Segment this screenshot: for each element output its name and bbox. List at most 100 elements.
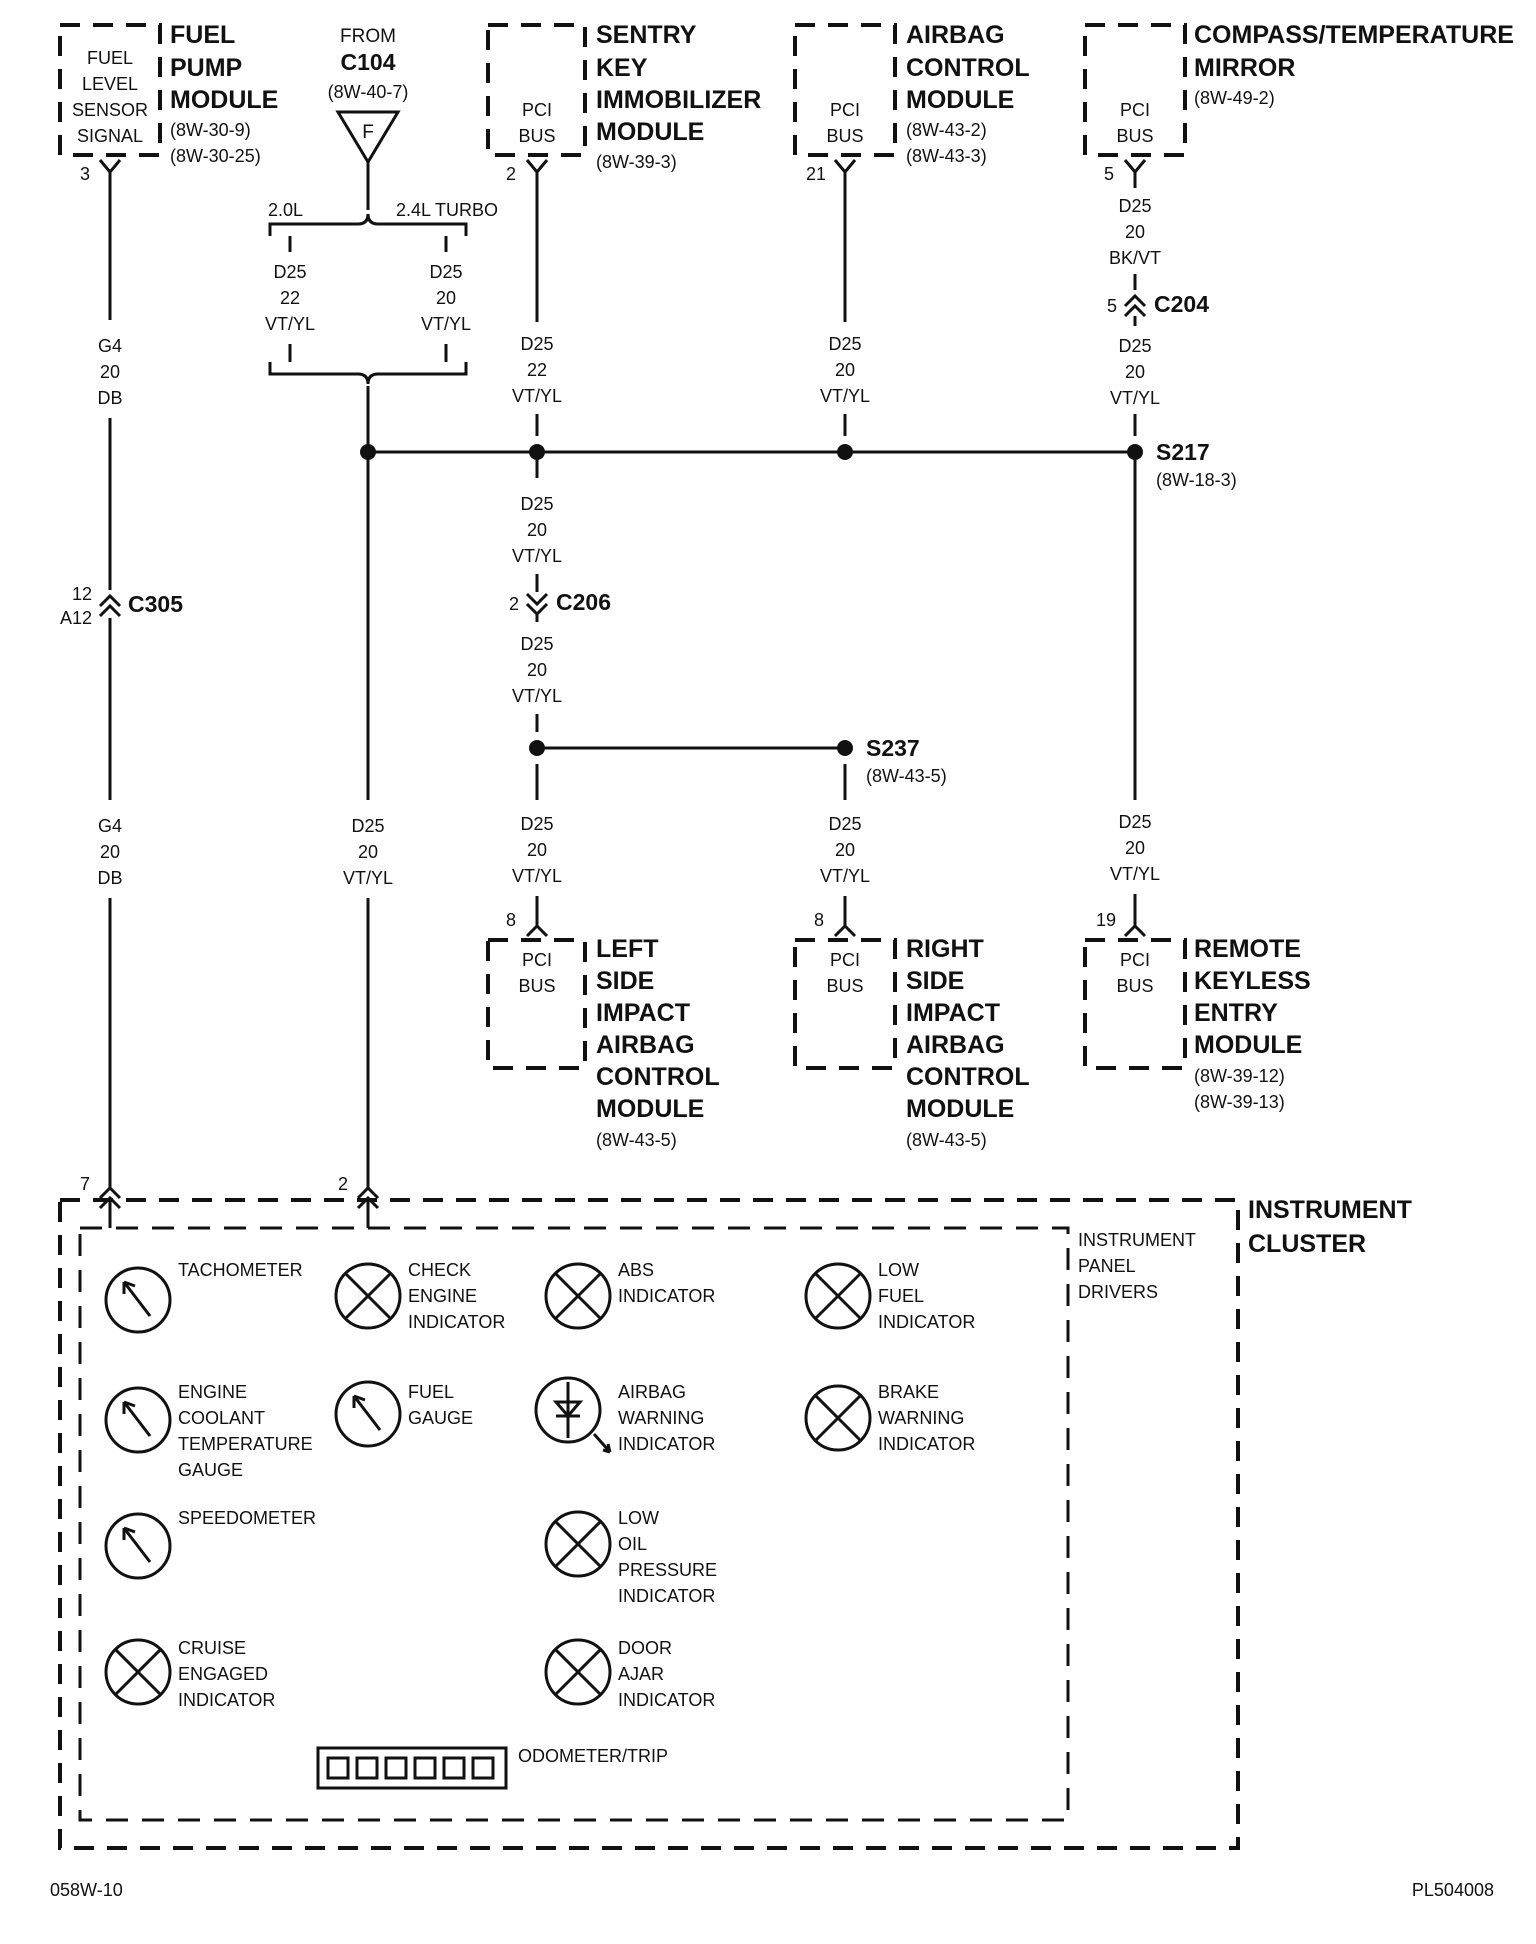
airbag-name-2: CONTROL (906, 54, 1030, 82)
low-oil-label-4: INDICATOR (618, 1586, 715, 1606)
fuel-pump-module-box (58, 23, 162, 157)
compass-wire: D25 20 BK/VT 5 C204 D25 20 VT/YL (1107, 178, 1209, 436)
brake-warning-label-1: BRAKE (878, 1382, 939, 1402)
option-2-0l: 2.0L (268, 200, 303, 220)
low-oil-label-2: OIL (618, 1534, 647, 1554)
g4-bottom-line-2: 20 (100, 842, 120, 862)
left-side-terminal (525, 918, 549, 938)
right-side-name-5: CONTROL (906, 1063, 1030, 1091)
abs-label-2: INDICATOR (618, 1286, 715, 1306)
drivers-line-3: DRIVERS (1078, 1282, 1158, 1302)
low-oil-label-3: PRESSURE (618, 1560, 717, 1580)
rke-name-4: MODULE (1194, 1031, 1302, 1059)
tachometer-gauge: TACHOMETER (104, 1260, 303, 1334)
odometer-label: ODOMETER/TRIP (518, 1746, 668, 1766)
cruise-label-2: ENGAGED (178, 1664, 268, 1684)
d25-mid-upper-line-2: 20 (527, 520, 547, 540)
rke-pin: 19 (1096, 910, 1116, 930)
d25-compass-top-line-2: 20 (1125, 222, 1145, 242)
g4-top-line-3: DB (97, 388, 122, 408)
rke-ref-2: (8W-39-13) (1194, 1092, 1285, 1112)
drivers-line-1: INSTRUMENT (1078, 1230, 1196, 1250)
c206-pin: 2 (509, 594, 519, 614)
cruise-lamp-icon (104, 1638, 172, 1706)
door-ajar-label-2: AJAR (618, 1664, 664, 1684)
brake-warning-label-3: INDICATOR (878, 1434, 975, 1454)
airbag-warning-indicator: AIRBAG WARNING INDICATOR (534, 1376, 715, 1454)
d25-cluster-line-2: 20 (358, 842, 378, 862)
splice-dot (529, 740, 545, 756)
compass-mirror-box (1083, 23, 1187, 157)
instrument-cluster: 7 2 INSTRUMENT CLUSTER INSTRUMENT PANEL … (58, 1174, 1412, 1850)
d25-compass-bottom-line-1: D25 (1118, 336, 1151, 356)
rke-ref-1: (8W-39-12) (1194, 1066, 1285, 1086)
right-side-pin: 8 (814, 910, 824, 930)
pci-bus-line: S217 (8W-18-3) (360, 439, 1237, 490)
rke-name-3: ENTRY (1194, 999, 1278, 1027)
left-side-name-1: LEFT (596, 935, 659, 963)
fuel-pump-box-line-4: SIGNAL (77, 126, 143, 146)
c204-pin: 5 (1107, 296, 1117, 316)
fuel-gauge-label-2: GAUGE (408, 1408, 473, 1428)
coolant-label-3: TEMPERATURE (178, 1434, 313, 1454)
coolant-gauge-icon (104, 1386, 172, 1454)
left-side-box (486, 938, 587, 1070)
s217-label: S217 (1156, 439, 1210, 465)
fuel-pump-name-1: FUEL (170, 21, 235, 49)
compass-name-2: MIRROR (1194, 54, 1295, 82)
compass-ref-1: (8W-49-2) (1194, 88, 1275, 108)
speedometer-label: SPEEDOMETER (178, 1508, 316, 1528)
low-fuel-lamp-icon (804, 1262, 872, 1330)
fuel-gauge: FUEL GAUGE (334, 1380, 473, 1448)
right-side-name-2: SIDE (906, 967, 964, 995)
left-side-box-line-2: BUS (518, 976, 555, 996)
rke-name-2: KEYLESS (1194, 967, 1311, 995)
d25-left-line-2: 20 (527, 840, 547, 860)
s237-ref: (8W-43-5) (866, 766, 947, 786)
d25-airbag-line-2: 20 (835, 360, 855, 380)
right-side-wire: D25 20 VT/YL (820, 764, 870, 918)
fuel-pump-name-2: PUMP (170, 54, 242, 82)
d25-compass-bottom-line-2: 20 (1125, 362, 1145, 382)
brake-warning-label-2: WARNING (878, 1408, 964, 1428)
d25-sentry-line-3: VT/YL (512, 386, 562, 406)
d25-mid-lower-line-1: D25 (520, 634, 553, 654)
speedometer-icon (104, 1512, 172, 1580)
splice-s237-dot (837, 740, 853, 756)
sentry-ref-1: (8W-39-3) (596, 152, 677, 172)
fuel-pump-ref-2: (8W-30-25) (170, 146, 261, 166)
door-ajar-indicator: DOOR AJAR INDICATOR (544, 1638, 715, 1710)
splice-dot (529, 444, 545, 460)
airbag-pin: 21 (806, 164, 826, 184)
fuel-pump-pin: 3 (80, 164, 90, 184)
compass-box-line-2: BUS (1116, 126, 1153, 146)
airbag-warning-label-3: INDICATOR (618, 1434, 715, 1454)
d25-left-line-3: VT/YL (512, 866, 562, 886)
d25-sentry-line-2: 22 (527, 360, 547, 380)
right-side-ref: (8W-43-5) (906, 1130, 987, 1150)
d25-2-0l-line-1: D25 (273, 262, 306, 282)
compass-name-1: COMPASS/TEMPERATURE (1194, 21, 1514, 49)
c104-flag (335, 110, 401, 165)
fuel-pump-module: FUEL LEVEL SENSOR SIGNAL FUEL PUMP MODUL… (58, 21, 278, 184)
coolant-label-1: ENGINE (178, 1382, 247, 1402)
sentry-box-line-2: BUS (518, 126, 555, 146)
cluster-pin-fuel: 7 (80, 1174, 90, 1194)
right-side-box-line-1: PCI (830, 950, 860, 970)
d25-compass-top-line-3: BK/VT (1109, 248, 1161, 268)
door-ajar-label-3: INDICATOR (618, 1690, 715, 1710)
c204-connector: 5 C204 (1107, 291, 1209, 318)
right-side-name-6: MODULE (906, 1095, 1014, 1123)
sentry-wire: D25 22 VT/YL (512, 178, 562, 436)
fuel-gauge-icon (334, 1380, 402, 1448)
brake-warning-lamp-icon (804, 1384, 872, 1452)
airbag-control-module: PCI BUS AIRBAG CONTROL MODULE (8W-43-2) … (793, 21, 1030, 184)
d25-mid-upper-line-1: D25 (520, 494, 553, 514)
d25-2-4l-line-2: 20 (436, 288, 456, 308)
splice-dot (837, 444, 853, 460)
cluster-inner-box (78, 1226, 1070, 1822)
fuel-pump-box-line-3: SENSOR (72, 100, 148, 120)
splice-dot (360, 444, 376, 460)
check-engine-label-1: CHECK (408, 1260, 471, 1280)
g4-top-line-2: 20 (100, 362, 120, 382)
